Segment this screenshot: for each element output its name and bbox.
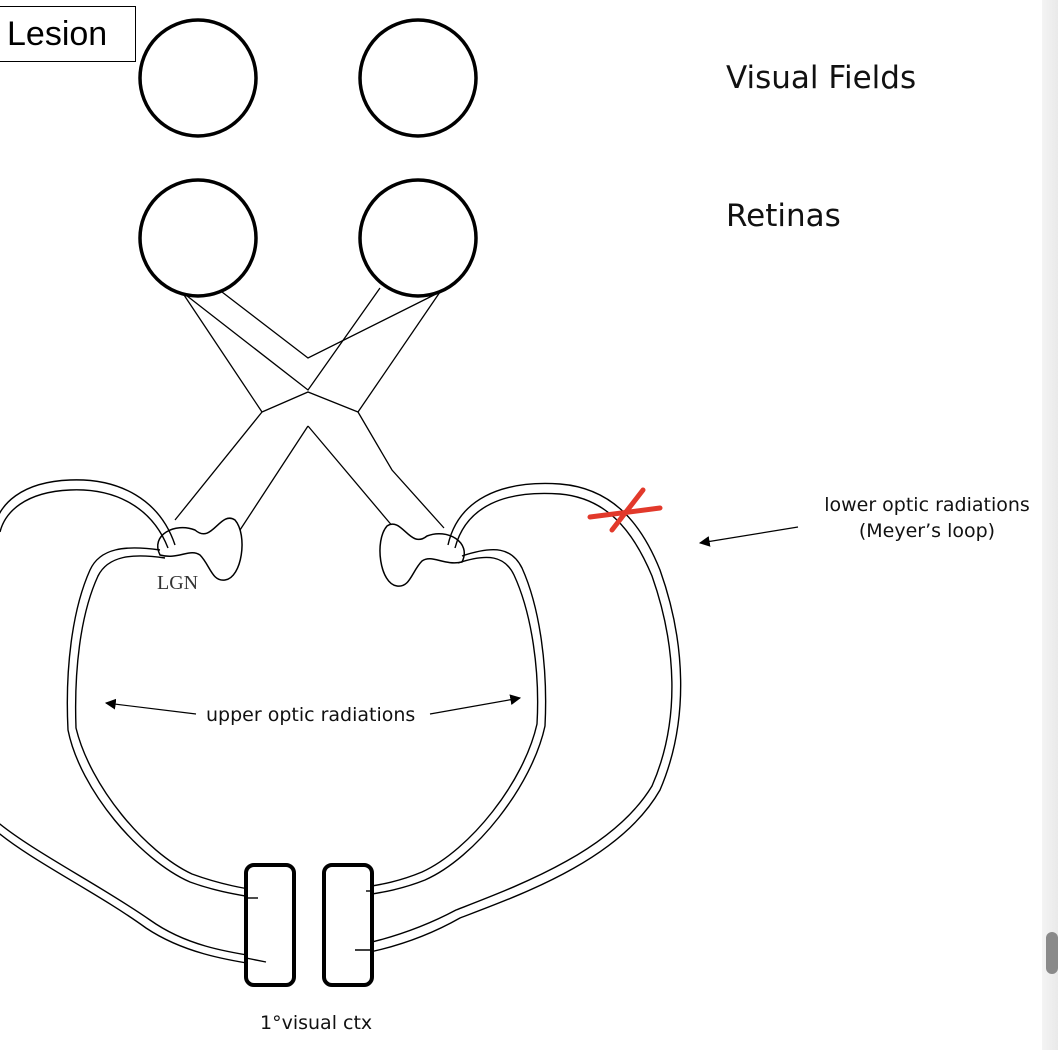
lgn-label: LGN	[157, 572, 199, 594]
optic-chiasm	[174, 287, 445, 531]
left-lgn-shape	[157, 517, 243, 581]
left-visual-cortex-block[interactable]	[244, 863, 296, 987]
right-lgn-shape	[379, 523, 465, 587]
vertical-scrollbar[interactable]	[1042, 0, 1058, 1050]
lower-optic-radiations-line1: lower optic radiations	[824, 494, 1030, 516]
upper-radiation-left-arrow	[104, 698, 197, 715]
lower-optic-radiations-label: lower optic radiations (Meyer’s loop)	[808, 494, 1046, 542]
retinas-heading: Retinas	[726, 198, 841, 234]
visual-fields-heading: Visual Fields	[726, 60, 917, 96]
left-upper-optic-radiation	[66, 547, 257, 899]
lesion-x-mark	[587, 487, 663, 533]
cortex-fiber-ends	[245, 890, 372, 963]
right-visual-field-circle[interactable]	[358, 18, 478, 138]
upper-radiation-right-arrow	[429, 694, 522, 715]
scrollbar-thumb[interactable]	[1046, 932, 1058, 974]
visual-cortex-label: 1°visual ctx	[260, 1012, 373, 1034]
meyers-loop-line2: (Meyer’s loop)	[858, 520, 996, 542]
lesion-title: Lesion	[7, 15, 108, 53]
left-meyers-loop	[0, 479, 267, 967]
right-upper-optic-radiation	[365, 549, 547, 896]
left-retina-circle[interactable]	[138, 178, 258, 298]
left-visual-field-circle[interactable]	[138, 18, 258, 138]
upper-optic-radiations-label: upper optic radiations	[206, 704, 416, 726]
right-meyers-loop	[354, 482, 682, 956]
meyers-loop-arrow	[698, 526, 799, 547]
lesion-title-box: Lesion	[0, 6, 136, 62]
right-visual-cortex-block[interactable]	[322, 863, 374, 987]
right-retina-circle[interactable]	[358, 178, 478, 298]
